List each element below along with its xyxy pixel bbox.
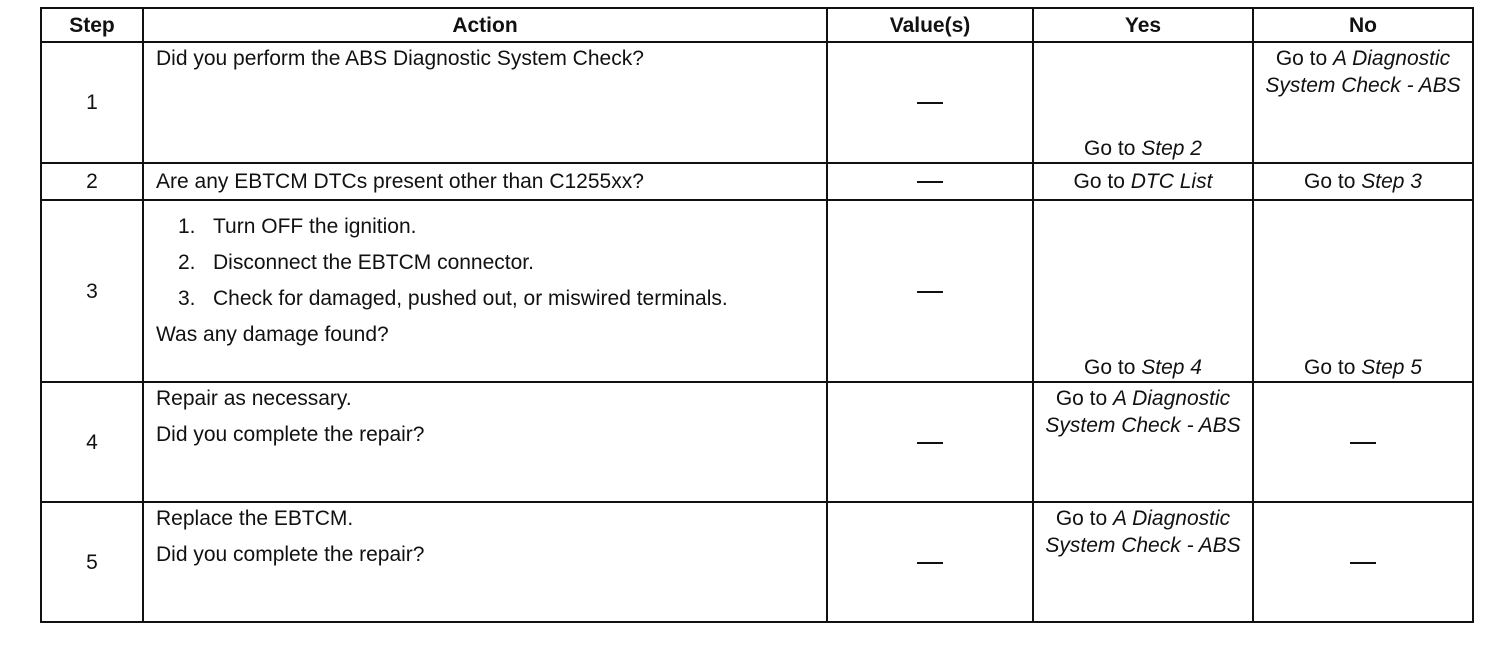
no-cell: Go to A Diagnostic System Check - ABS (1252, 41, 1474, 164)
action-line: Replace the EBTCM. (156, 507, 354, 530)
action-line: Did you complete the repair? (156, 423, 425, 446)
table-row: 1 Did you perform the ABS Diagnostic Sys… (40, 41, 1474, 164)
value-dash (917, 102, 943, 105)
action-cell: Replace the EBTCM. Did you complete the … (142, 501, 828, 623)
action-line: Did you complete the repair? (156, 543, 425, 566)
value-cell (826, 162, 1034, 201)
action-cell: Are any EBTCM DTCs present other than C1… (142, 162, 828, 201)
yes-prefix: Go to (1055, 507, 1114, 530)
no-link[interactable]: A Diagnostic System Check - ABS (1265, 47, 1461, 97)
value-dash (917, 181, 943, 184)
header-step: Step (40, 7, 144, 43)
value-dash (917, 290, 943, 293)
action-line: Did you perform the ABS Diagnostic Syste… (156, 47, 644, 70)
action-step-item: 3. Check for damaged, pushed out, or mis… (178, 285, 818, 312)
yes-prefix: Go to (1084, 137, 1142, 160)
table-row: 4 Repair as necessary. Did you complete … (40, 381, 1474, 503)
action-cell: Did you perform the ABS Diagnostic Syste… (142, 41, 828, 164)
no-cell (1252, 381, 1474, 503)
yes-cell: Go to A Diagnostic System Check - ABS (1032, 501, 1254, 623)
step-number: 4 (40, 381, 144, 503)
yes-link[interactable]: Step 2 (1141, 137, 1202, 160)
action-line: Are any EBTCM DTCs present other than C1… (156, 170, 644, 193)
header-action: Action (142, 7, 828, 43)
yes-link[interactable]: DTC List (1130, 170, 1213, 193)
step-number: 2 (40, 162, 144, 201)
no-prefix: Go to (1304, 356, 1362, 379)
action-step-item: 1. Turn OFF the ignition. (178, 213, 818, 240)
table-row: 3 1. Turn OFF the ignition. 2. Disconnec… (40, 199, 1474, 383)
step-number: 5 (40, 501, 144, 623)
value-cell (826, 381, 1034, 503)
yes-link[interactable]: A Diagnostic System Check - ABS (1045, 387, 1241, 437)
action-step-number: 3. (178, 287, 196, 310)
yes-cell: Go to Step 2 (1032, 41, 1254, 164)
action-step-text: Check for damaged, pushed out, or miswir… (213, 287, 728, 310)
action-step-text: Turn OFF the ignition. (213, 215, 417, 238)
no-cell (1252, 501, 1474, 623)
yes-cell: Go to DTC List (1032, 162, 1254, 201)
action-cell: Repair as necessary. Did you complete th… (142, 381, 828, 503)
yes-link[interactable]: A Diagnostic System Check - ABS (1045, 507, 1241, 557)
yes-prefix: Go to (1084, 356, 1142, 379)
value-dash (917, 561, 943, 564)
header-yes: Yes (1032, 7, 1254, 43)
step-number: 3 (40, 199, 144, 383)
header-no: No (1252, 7, 1474, 43)
action-step-item: 2. Disconnect the EBTCM connector. (178, 249, 818, 276)
action-step-number: 2. (178, 251, 196, 274)
yes-cell: Go to Step 4 (1032, 199, 1254, 383)
no-prefix: Go to (1275, 47, 1334, 70)
no-dash (1350, 441, 1376, 444)
action-step-list: 1. Turn OFF the ignition. 2. Disconnect … (156, 213, 818, 312)
action-line: Was any damage found? (156, 323, 389, 346)
no-dash (1350, 561, 1376, 564)
value-cell (826, 501, 1034, 623)
table-row: 5 Replace the EBTCM. Did you complete th… (40, 501, 1474, 623)
no-prefix: Go to (1304, 170, 1362, 193)
yes-prefix: Go to (1073, 170, 1131, 193)
diagnostic-table: Step Action Value(s) Yes No 1 Did you pe… (40, 7, 1474, 623)
yes-link[interactable]: Step 4 (1141, 356, 1202, 379)
no-link[interactable]: Step 5 (1361, 356, 1422, 379)
table-row: 2 Are any EBTCM DTCs present other than … (40, 162, 1474, 201)
yes-cell: Go to A Diagnostic System Check - ABS (1032, 381, 1254, 503)
header-row: Step Action Value(s) Yes No (40, 7, 1474, 43)
step-number: 1 (40, 41, 144, 164)
header-values: Value(s) (826, 7, 1034, 43)
action-step-number: 1. (178, 215, 196, 238)
action-step-text: Disconnect the EBTCM connector. (213, 251, 534, 274)
action-line: Repair as necessary. (156, 387, 352, 410)
no-cell: Go to Step 3 (1252, 162, 1474, 201)
no-link[interactable]: Step 3 (1361, 170, 1422, 193)
yes-prefix: Go to (1055, 387, 1114, 410)
value-cell (826, 199, 1034, 383)
value-cell (826, 41, 1034, 164)
value-dash (917, 441, 943, 444)
action-cell: 1. Turn OFF the ignition. 2. Disconnect … (142, 199, 828, 383)
no-cell: Go to Step 5 (1252, 199, 1474, 383)
